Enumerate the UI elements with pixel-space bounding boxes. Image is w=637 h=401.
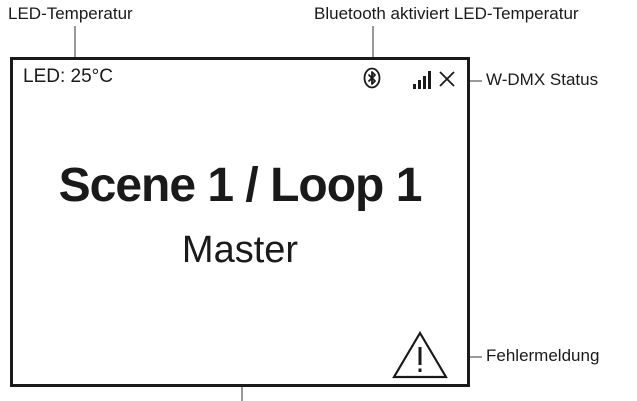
wdmx-status-leader bbox=[458, 80, 482, 82]
warning-triangle-icon bbox=[391, 330, 449, 385]
role-label: Master bbox=[181, 229, 299, 271]
signal-bars-icon bbox=[411, 68, 437, 95]
error-message-leader bbox=[460, 356, 482, 358]
scene-title: Scene 1 / Loop 1 bbox=[58, 159, 423, 212]
bluetooth-leader bbox=[372, 26, 374, 70]
device-display: LED: 25°C Scene 1 / Loop 1 Master bbox=[10, 57, 470, 387]
error-message-callout: Fehlermeldung bbox=[486, 346, 600, 365]
led-temperature-readout: LED: 25°C bbox=[23, 66, 113, 87]
led-temperature-leader bbox=[74, 26, 76, 70]
wdmx-status-callout: W-DMX Status bbox=[486, 70, 599, 89]
cross-icon bbox=[438, 70, 456, 93]
bluetooth-icon bbox=[363, 67, 381, 94]
bluetooth-led-temperature-callout: Bluetooth aktiviert LED-Temperatur bbox=[314, 4, 579, 23]
led-temperature-callout: LED-Temperatur bbox=[8, 4, 133, 23]
